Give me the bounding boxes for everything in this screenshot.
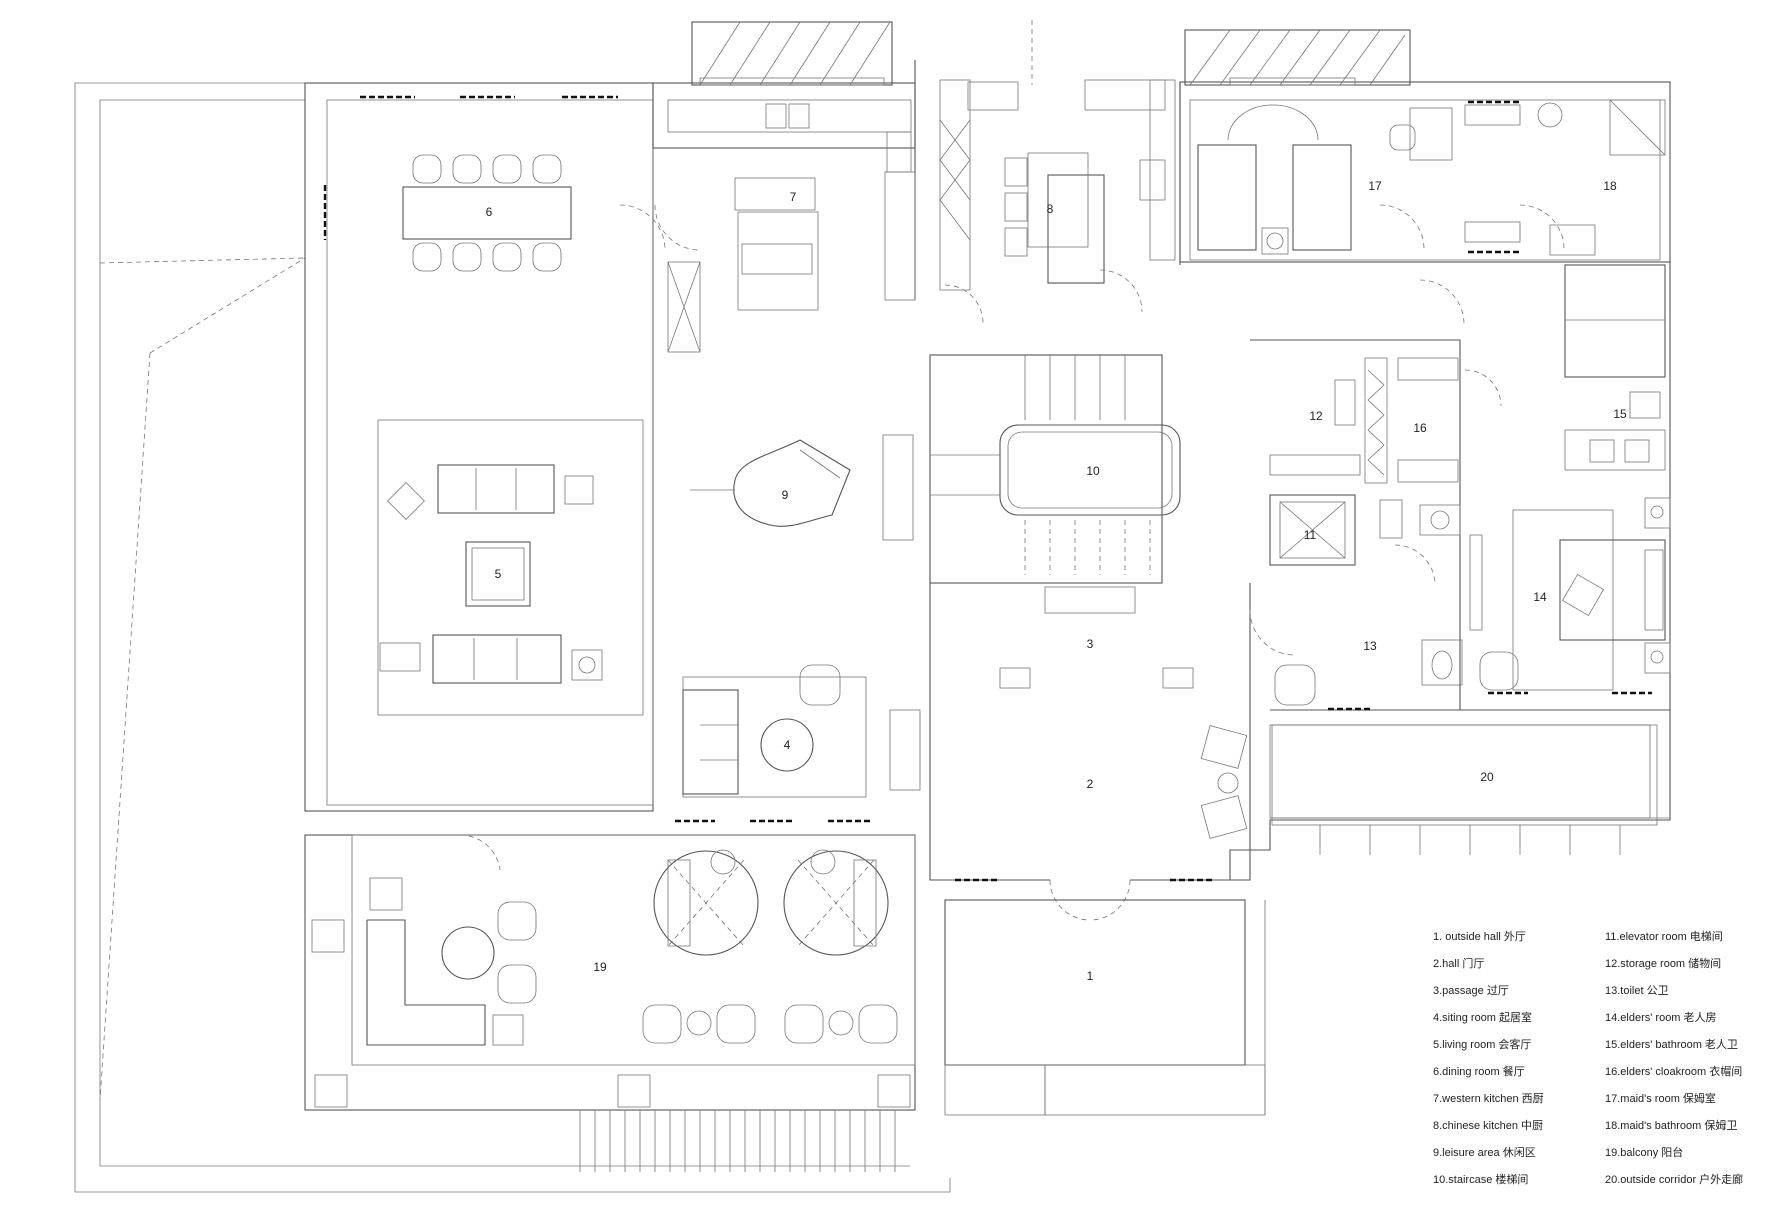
legend-item-10: 10.staircase 楼梯间 — [1433, 1172, 1528, 1186]
room-label-7: 7 — [790, 190, 797, 204]
maids-room — [1197, 104, 1453, 255]
legend: 1. outside hall 外厅 2.hall 门厅 3.passage 过… — [1433, 930, 1743, 1186]
room-label-14: 14 — [1533, 590, 1547, 604]
outside-hall — [944, 899, 1266, 1116]
legend-item-12: 12.storage room 储物间 — [1605, 956, 1721, 970]
legend-item-18: 18.maid's bathroom 保姆卫 — [1605, 1118, 1737, 1132]
roof-hatch-right — [1184, 29, 1411, 86]
western-kitchen — [667, 99, 916, 353]
room-label-15: 15 — [1613, 407, 1627, 421]
legend-item-1: 1. outside hall 外厅 — [1433, 930, 1526, 943]
room-label-20: 20 — [1480, 770, 1494, 784]
leisure-area — [690, 434, 914, 541]
room-label-1: 1 — [1087, 969, 1094, 983]
room-label-4: 4 — [784, 738, 791, 752]
room-label-2: 2 — [1087, 777, 1094, 791]
room-label-6: 6 — [486, 205, 493, 219]
legend-item-19: 19.balcony 阳台 — [1605, 1145, 1683, 1159]
room-label-16: 16 — [1413, 421, 1427, 435]
passage-and-hall — [929, 583, 1251, 921]
legend-item-5: 5.living room 会客厅 — [1433, 1037, 1531, 1051]
sitting-room — [682, 664, 921, 798]
legend-item-16: 16.elders' cloakroom 衣帽间 — [1605, 1064, 1742, 1078]
door-swings — [619, 204, 1565, 656]
elders-room — [1469, 497, 1671, 691]
elevator-and-toilet — [1269, 494, 1463, 706]
room-label-12: 12 — [1309, 409, 1323, 423]
room-label-17: 17 — [1368, 179, 1382, 193]
legend-item-2: 2.hall 门厅 — [1433, 956, 1484, 970]
room-label-11: 11 — [1304, 528, 1317, 542]
legend-item-11: 11.elevator room 电梯间 — [1605, 930, 1723, 943]
chinese-kitchen — [939, 20, 1176, 291]
room-label-9: 9 — [782, 488, 789, 502]
room-label-18: 18 — [1603, 179, 1617, 193]
legend-item-13: 13.toilet 公卫 — [1605, 985, 1669, 997]
room-label-3: 3 — [1087, 637, 1094, 651]
legend-item-14: 14.elders' room 老人房 — [1605, 1011, 1717, 1024]
storage-and-cloakroom — [1269, 357, 1459, 484]
room-label-8: 8 — [1047, 202, 1054, 216]
legend-item-17: 17.maid's room 保姆室 — [1605, 1091, 1716, 1105]
legend-item-3: 3.passage 过厅 — [1433, 984, 1509, 997]
elders-bathroom — [1564, 264, 1666, 471]
room-labels: 1 2 3 4 5 6 7 8 9 10 11 12 13 14 15 16 1… — [486, 179, 1627, 983]
room-label-5: 5 — [495, 567, 502, 581]
legend-item-6: 6.dining room 餐厅 — [1433, 1064, 1525, 1078]
outside-corridor — [1271, 724, 1658, 855]
balcony — [304, 834, 916, 1172]
room-label-10: 10 — [1086, 464, 1100, 478]
legend-item-9: 9.leisure area 休闲区 — [1433, 1145, 1536, 1159]
legend-item-7: 7.western kitchen 西厨 — [1433, 1092, 1544, 1105]
legend-item-15: 15.elders' bathroom 老人卫 — [1605, 1038, 1738, 1051]
maids-bathroom — [1464, 99, 1666, 256]
windows — [323, 95, 1652, 823]
legend-item-4: 4.siting room 起居室 — [1433, 1010, 1532, 1024]
living-room — [377, 419, 644, 716]
room-label-19: 19 — [593, 960, 607, 974]
dining-room — [402, 154, 572, 272]
staircase — [929, 354, 1181, 584]
legend-item-20: 20.outside corridor 户外走廊 — [1605, 1172, 1743, 1186]
legend-item-8: 8.chinese kitchen 中厨 — [1433, 1119, 1543, 1132]
roof-hatch-left — [691, 21, 893, 86]
room-label-13: 13 — [1363, 639, 1377, 653]
site-boundary — [74, 82, 951, 1193]
